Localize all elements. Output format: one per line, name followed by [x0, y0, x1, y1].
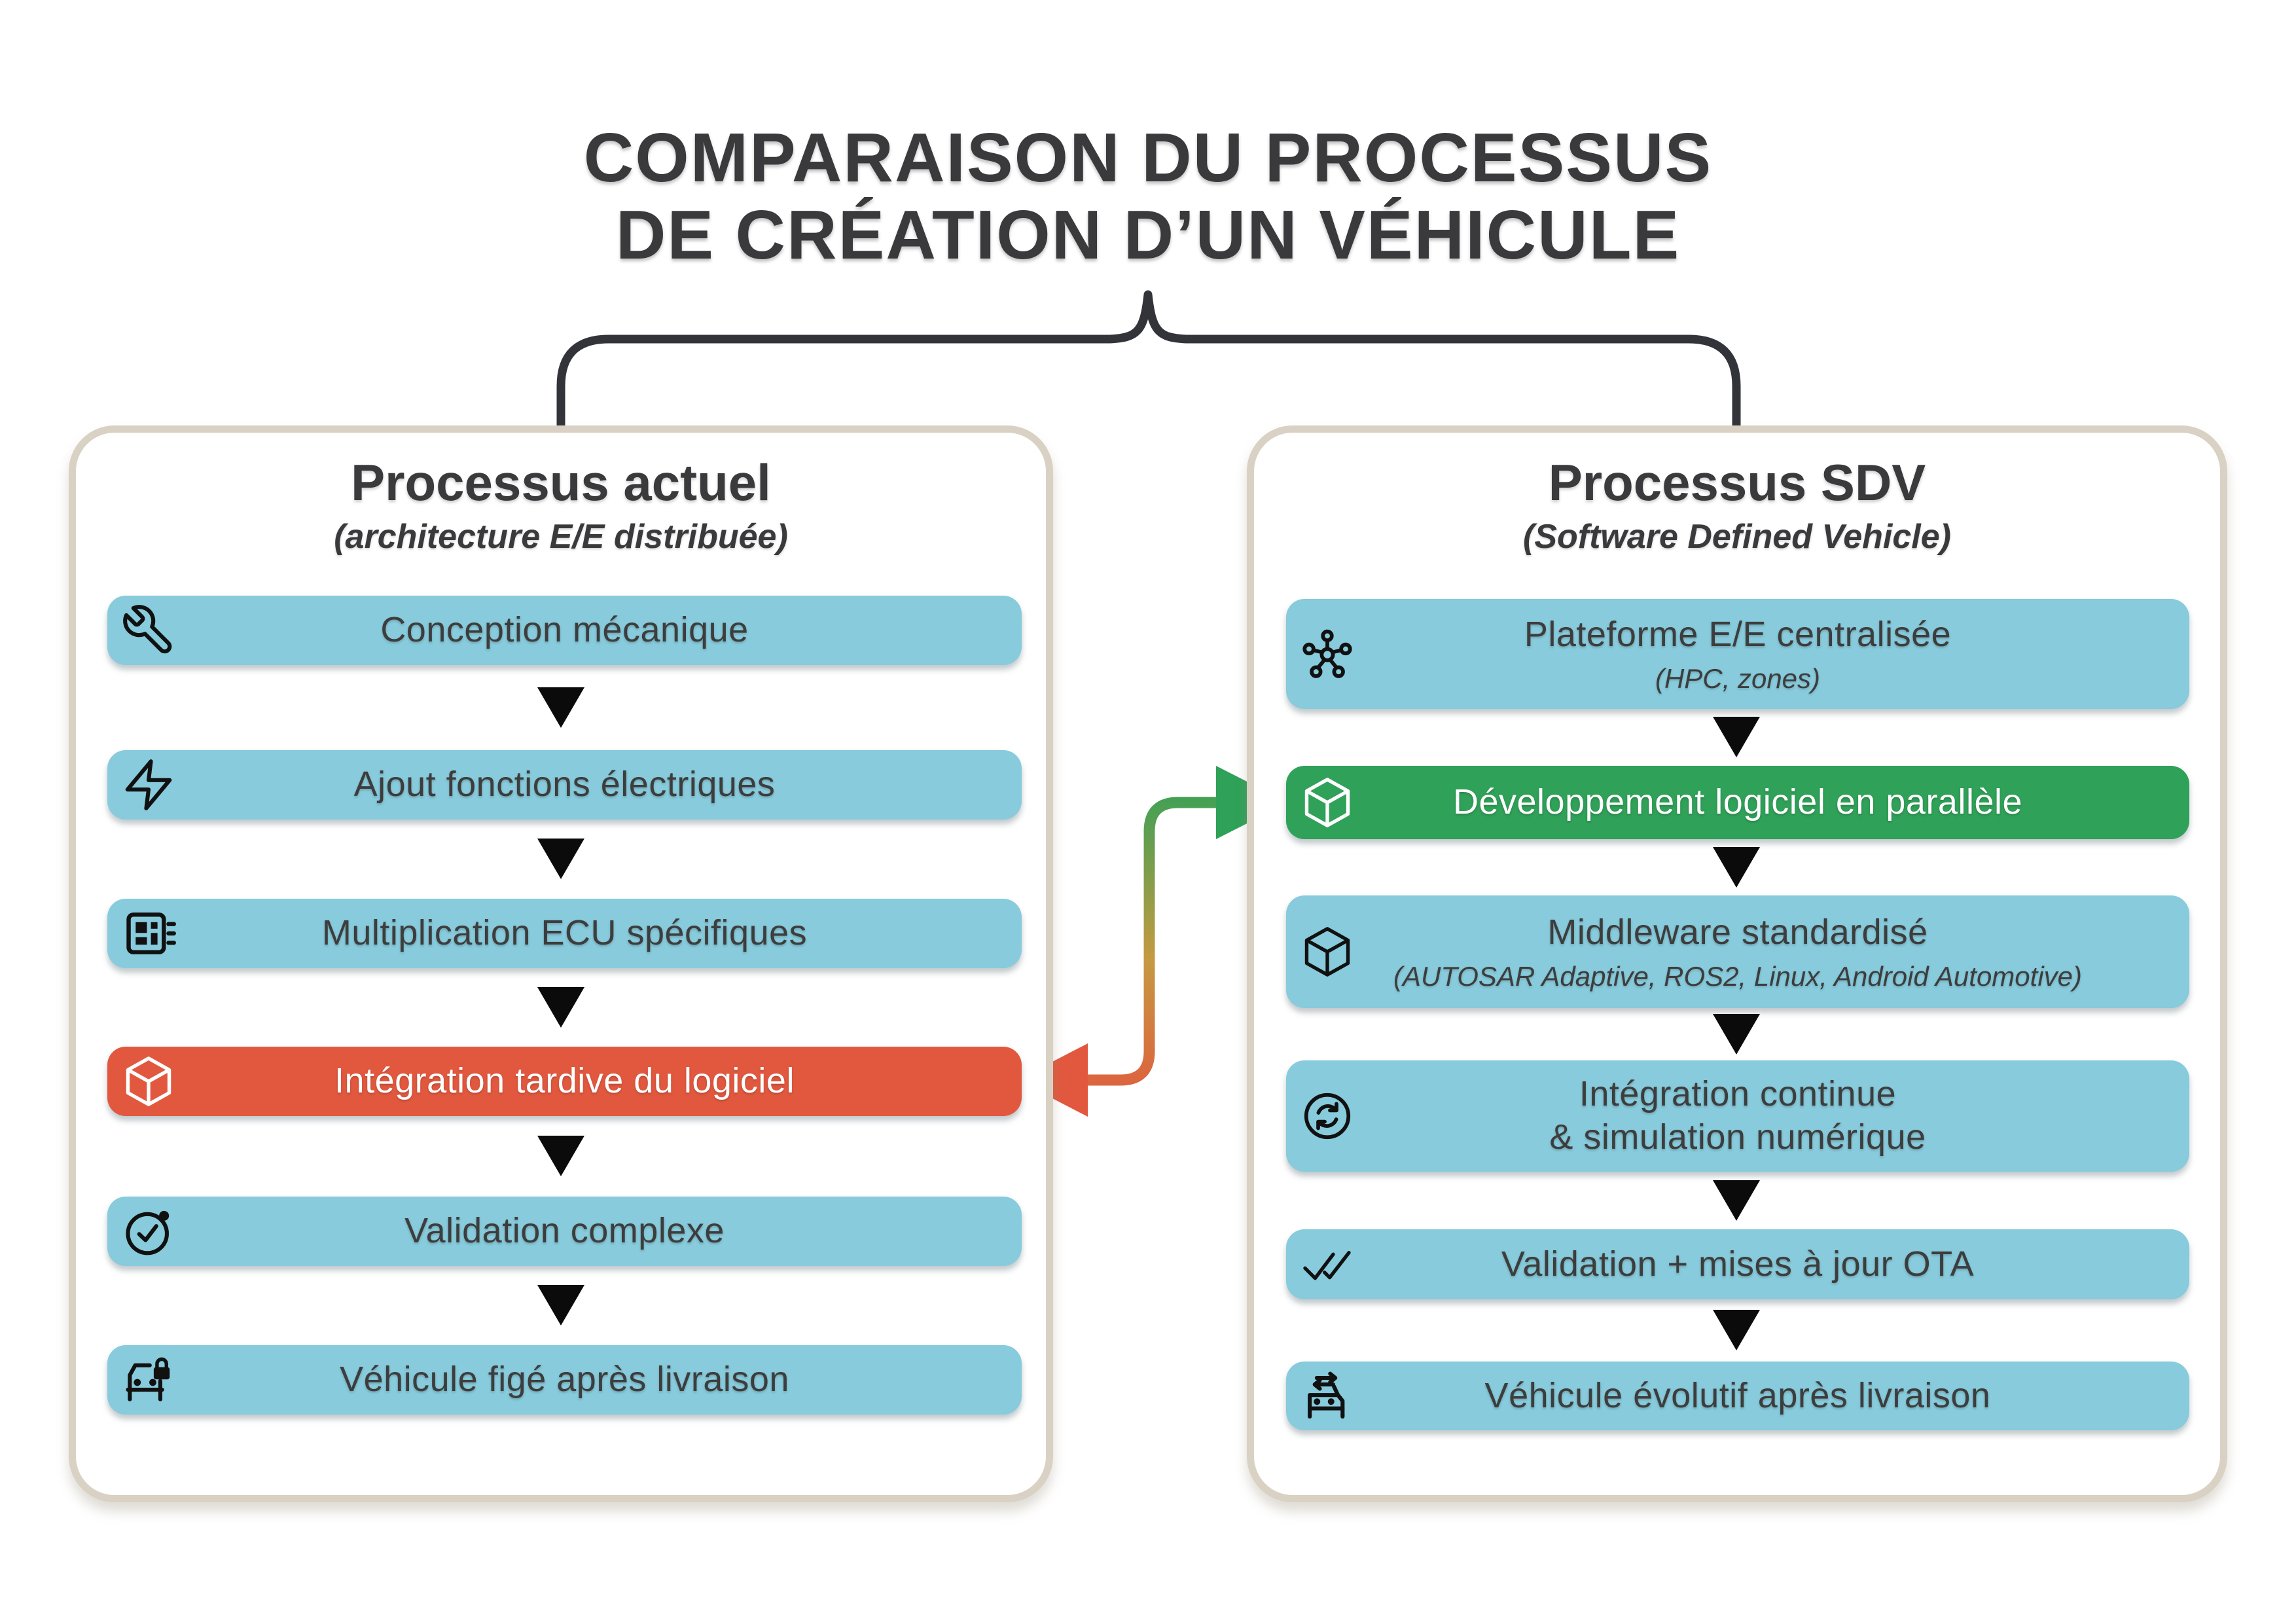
lightning-icon: [120, 757, 177, 813]
down-arrow-icon: [1713, 1310, 1760, 1350]
down-arrow-icon: [1713, 1180, 1760, 1221]
ecu-chip-icon: [120, 905, 177, 962]
step-vehicule-fige: Véhicule figé après livraison: [107, 1345, 1022, 1415]
down-arrow-icon: [1713, 1014, 1760, 1055]
step-conception-mecanique: Conception mécanique: [107, 596, 1022, 665]
step-label: Multiplication ECU spécifiques: [321, 913, 808, 953]
page-title-line2: DE CRÉATION D’UN VÉHICULE: [615, 196, 1681, 274]
step-validation-complexe: Validation complexe: [107, 1197, 1022, 1266]
right-panel-subheading: (Software Defined Vehicle): [1523, 518, 1951, 556]
step-label: Ajout fonctions électriques: [353, 765, 776, 804]
down-arrow-icon: [537, 687, 584, 728]
step-integration-tardive: Intégration tardive du logiciel: [107, 1047, 1022, 1116]
car-lock-icon: [120, 1352, 177, 1408]
step-label: Plateforme E/E centralisée: [1524, 615, 1952, 655]
double-check-icon: [1299, 1236, 1355, 1293]
page-title: COMPARAISON DU PROCESSUS DE CRÉATION D’U…: [0, 119, 2296, 274]
down-arrow-icon: [537, 839, 584, 879]
left-panel-heading: Processus actuel: [351, 454, 771, 511]
check-circle-icon: [120, 1203, 177, 1259]
down-arrow-icon: [1713, 847, 1760, 888]
title-brace: [556, 290, 1741, 431]
step-label: Validation complexe: [404, 1211, 725, 1251]
step-plateforme-ee-centralisee: Plateforme E/E centralisée (HPC, zones): [1286, 599, 2189, 709]
step-sublabel: (AUTOSAR Adaptive, ROS2, Linux, Android …: [1393, 960, 2082, 992]
step-label: Validation + mises à jour OTA: [1501, 1244, 1975, 1284]
package-icon: [1299, 924, 1355, 980]
car-update-icon: [1299, 1368, 1355, 1424]
step-label: Développement logiciel en parallèle: [1452, 782, 2023, 822]
step-label: Conception mécanique: [380, 610, 749, 650]
down-arrow-icon: [1713, 717, 1760, 757]
step-validation-ota: Validation + mises à jour OTA: [1286, 1229, 2189, 1299]
step-integration-continue: Intégration continue & simulation numéri…: [1286, 1060, 2189, 1172]
step-label: Intégration continue: [1579, 1074, 1897, 1114]
sync-arrows-icon: [1299, 1088, 1355, 1144]
step-vehicule-evolutif: Véhicule évolutif après livraison: [1286, 1362, 2189, 1430]
feedback-connector: [1086, 797, 1219, 1086]
left-panel-subheading: (architecture E/E distribuée): [334, 518, 788, 556]
package-icon: [1299, 774, 1355, 831]
down-arrow-icon: [537, 987, 584, 1028]
step-label: Véhicule figé après livraison: [340, 1360, 789, 1399]
step-developpement-parallele: Développement logiciel en parallèle: [1286, 766, 2189, 839]
step-ajout-fonctions-electriques: Ajout fonctions électriques: [107, 750, 1022, 820]
step-label-line2: & simulation numérique: [1549, 1117, 1926, 1157]
down-arrow-icon: [537, 1136, 584, 1176]
package-icon: [120, 1053, 177, 1110]
step-label: Intégration tardive du logiciel: [334, 1061, 795, 1101]
down-arrow-icon: [537, 1285, 584, 1326]
step-middleware-standardise: Middleware standardisé (AUTOSAR Adaptive…: [1286, 895, 2189, 1008]
step-label: Middleware standardisé: [1547, 912, 1928, 952]
page-title-line1: COMPARAISON DU PROCESSUS: [583, 119, 1713, 196]
right-panel-heading: Processus SDV: [1548, 454, 1926, 511]
step-multiplication-ecu: Multiplication ECU spécifiques: [107, 899, 1022, 968]
network-hub-icon: [1299, 626, 1355, 682]
step-sublabel: (HPC, zones): [1655, 662, 1821, 694]
step-label: Véhicule évolutif après livraison: [1484, 1375, 1991, 1415]
wrench-icon: [120, 602, 177, 659]
